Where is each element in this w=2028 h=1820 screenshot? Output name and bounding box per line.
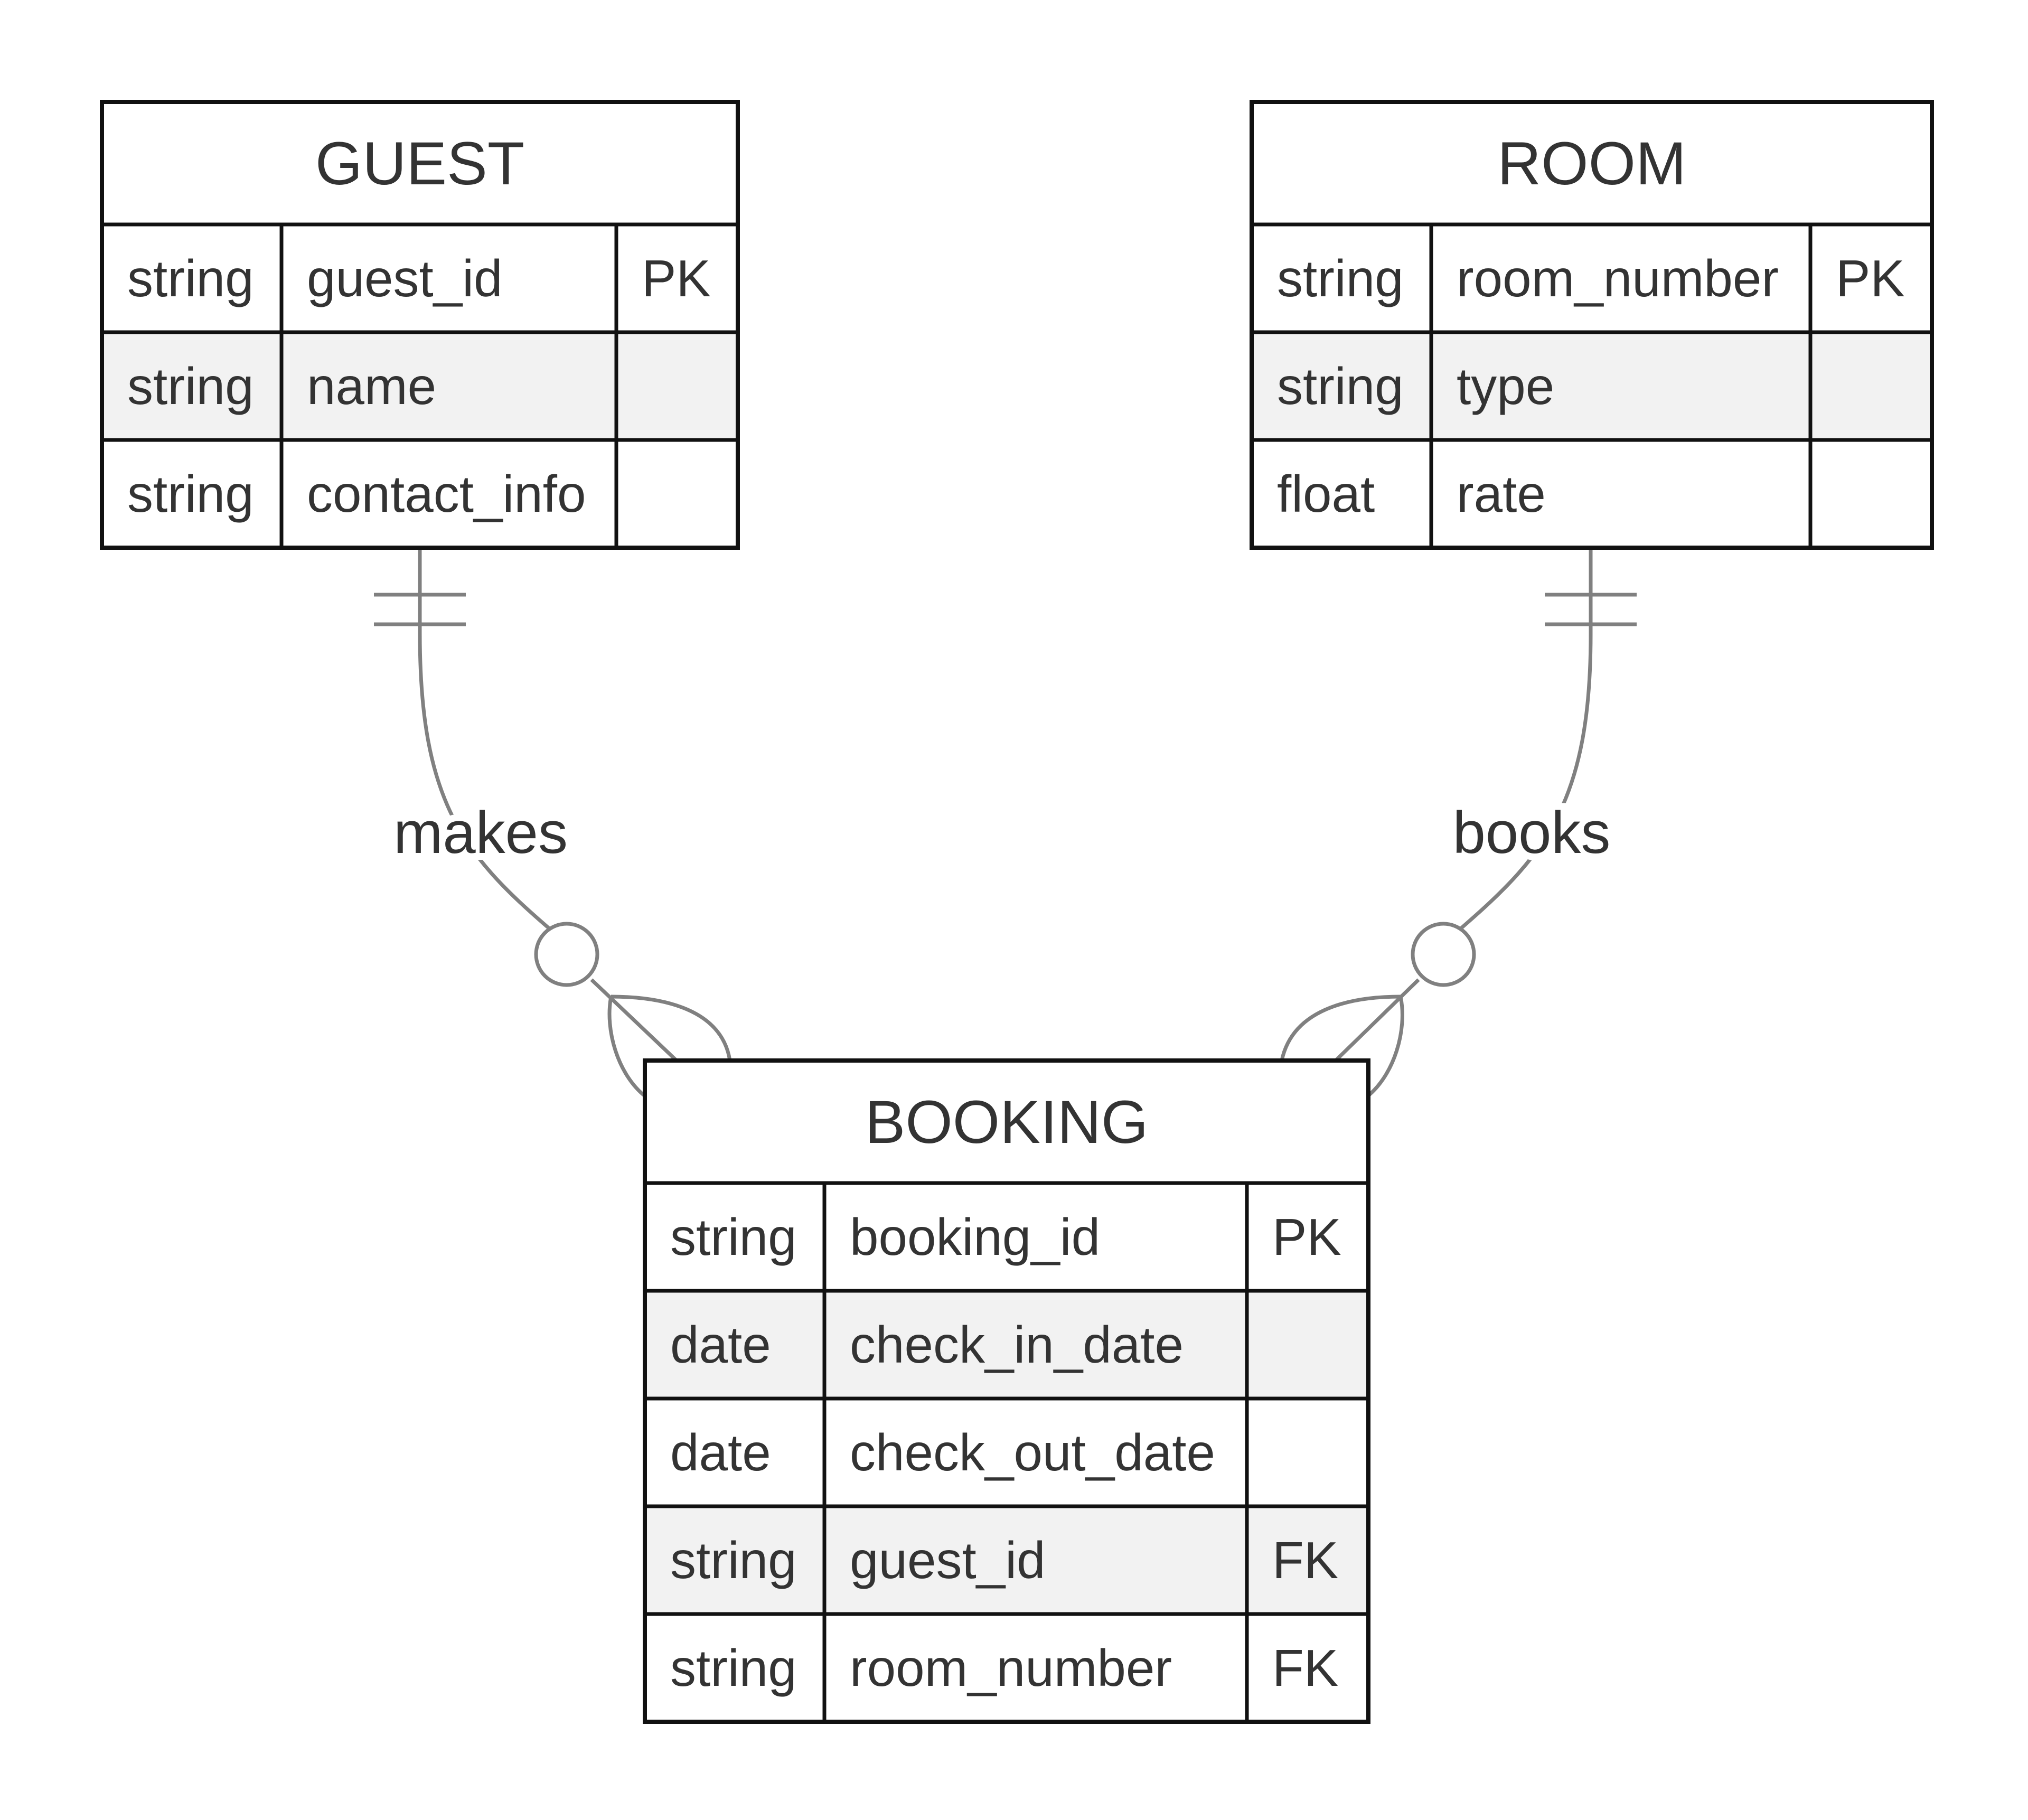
books-crow-foot-left <box>1280 995 1401 1061</box>
attribute-row-background <box>102 224 738 332</box>
attribute-name: guest_id <box>850 1531 1046 1589</box>
entity-header <box>102 102 738 224</box>
attribute-name: name <box>307 357 436 415</box>
attribute-name: room_number <box>850 1639 1172 1697</box>
entity-booking: BOOKING string booking_id PK date check_in_da… <box>643 1058 1370 1724</box>
entity-header <box>645 1061 1368 1183</box>
attribute-type: float <box>1277 465 1375 523</box>
books-zero-circle <box>1411 922 1476 987</box>
attribute-row: string room_number FK <box>645 1614 1368 1722</box>
makes-crow-foot-left <box>607 996 647 1098</box>
attribute-row: string booking_id PK <box>645 1183 1368 1291</box>
entity-border <box>1250 100 1934 550</box>
entity-guest: GUEST string guest_id PK string name string con… <box>100 100 740 550</box>
entity-header <box>1252 102 1932 224</box>
makes-crow-foot-right <box>611 995 732 1061</box>
attribute-row: float rate <box>1252 440 1932 548</box>
attribute-type: string <box>127 465 254 523</box>
attribute-row-background <box>1252 224 1932 332</box>
entity-title: ROOM <box>1497 130 1686 198</box>
entity-border <box>100 100 740 550</box>
attribute-type: date <box>670 1423 771 1481</box>
attribute-name: contact_info <box>307 465 586 523</box>
makes-crow-foot-center <box>590 978 678 1062</box>
attribute-key: FK <box>1272 1531 1338 1589</box>
makes-zero-circle <box>534 922 599 987</box>
attribute-name: check_out_date <box>850 1423 1215 1481</box>
entity-title: GUEST <box>315 130 524 198</box>
attribute-name: guest_id <box>307 249 503 307</box>
books-crow-foot-center <box>1334 978 1420 1062</box>
attribute-key: PK <box>1272 1208 1341 1266</box>
attribute-name: room_number <box>1457 249 1779 307</box>
attribute-row: string type <box>1252 332 1932 440</box>
makes-connector-line <box>418 549 551 930</box>
makes-label: makes <box>393 800 568 866</box>
attribute-row: string name <box>102 332 738 440</box>
attribute-row: date check_out_date <box>645 1399 1368 1506</box>
attribute-type: string <box>670 1639 797 1697</box>
attribute-row-background <box>102 332 738 440</box>
attribute-type: string <box>670 1531 797 1589</box>
entity-room: ROOM string room_number PK string type float ra… <box>1250 100 1934 550</box>
attribute-row-background <box>1252 440 1932 548</box>
attribute-row: string guest_id FK <box>645 1506 1368 1614</box>
relationship-makes: makes <box>374 549 732 1098</box>
attribute-type: string <box>1277 249 1404 307</box>
books-label: books <box>1453 800 1611 866</box>
attribute-type: date <box>670 1316 771 1374</box>
attribute-type: string <box>127 357 254 415</box>
attribute-name: booking_id <box>850 1208 1100 1266</box>
attribute-key: PK <box>642 249 711 307</box>
attribute-name: check_in_date <box>850 1316 1184 1374</box>
entity-title: BOOKING <box>865 1089 1149 1156</box>
attribute-key: FK <box>1272 1639 1338 1697</box>
relationship-books: books <box>1280 549 1637 1098</box>
attribute-type: string <box>1277 357 1404 415</box>
attribute-row: string contact_info <box>102 440 738 548</box>
entity-border <box>643 1058 1370 1724</box>
attribute-name: type <box>1457 357 1554 415</box>
attribute-type: string <box>127 249 254 307</box>
attribute-row: string guest_id PK <box>102 224 738 332</box>
attribute-row: string room_number PK <box>1252 224 1932 332</box>
attribute-row: date check_in_date <box>645 1291 1368 1399</box>
attribute-row-background <box>102 440 738 548</box>
attribute-name: rate <box>1457 465 1546 523</box>
books-connector-line <box>1459 549 1593 930</box>
attribute-type: string <box>670 1208 797 1266</box>
attribute-key: PK <box>1836 249 1905 307</box>
attribute-row-background <box>1252 332 1932 440</box>
books-crow-foot-right <box>1366 996 1404 1098</box>
